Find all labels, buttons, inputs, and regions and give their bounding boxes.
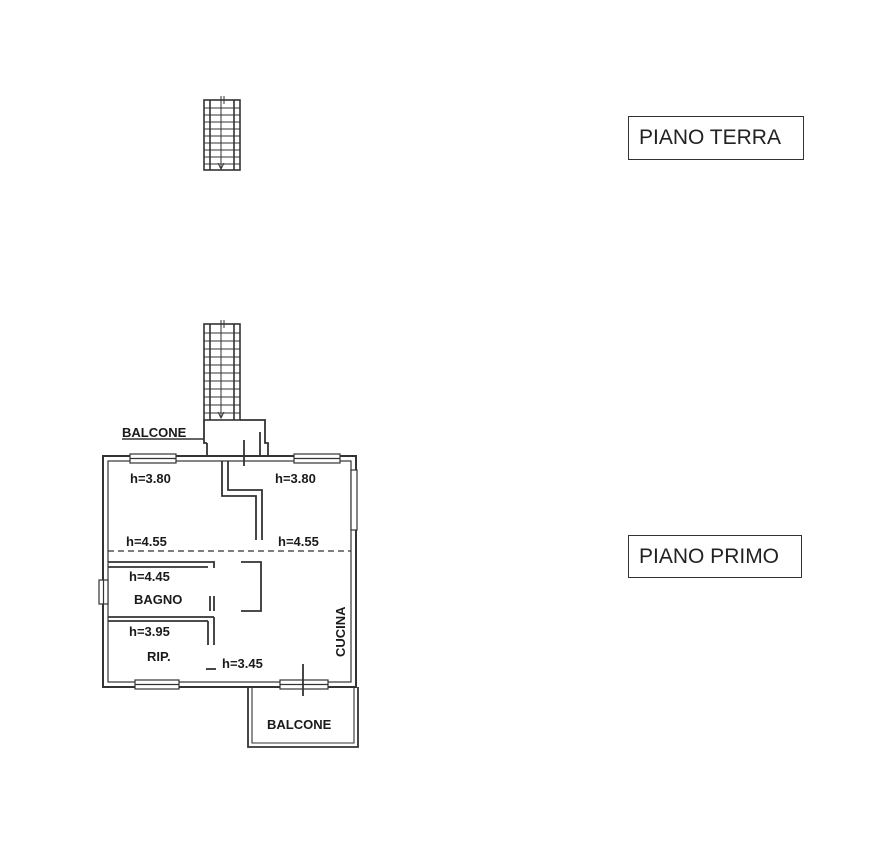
floor-label-ground-text: PIANO TERRA: [639, 126, 781, 149]
balcony-top-label: BALCONE: [122, 425, 187, 440]
storage-label: RIP.: [147, 649, 171, 664]
floor-label-ground: PIANO TERRA: [628, 116, 804, 160]
height-left-mid: h=4.55: [126, 534, 167, 549]
plan-labels: BALCONE h=3.80 h=3.80 h=4.55 h=4.55 h=4.…: [122, 425, 348, 732]
stair-ground-floor: [203, 96, 241, 171]
balcony-top-walls: [203, 419, 269, 466]
windows: [98, 453, 358, 690]
bathroom-label: BAGNO: [134, 592, 182, 607]
floor-label-first-text: PIANO PRIMO: [639, 544, 780, 568]
height-bottom: h=3.45: [222, 656, 263, 671]
balcony-bottom-walls: [247, 687, 359, 748]
height-storage: h=3.95: [129, 624, 170, 639]
stair-first-floor: [203, 320, 241, 421]
interior-walls: [108, 461, 351, 696]
kitchen-label: CUCINA: [333, 606, 348, 657]
floor-label-first: PIANO PRIMO: [628, 535, 802, 578]
outer-walls: [102, 455, 357, 688]
height-left-top: h=3.80: [130, 471, 171, 486]
height-bathroom: h=4.45: [129, 569, 170, 584]
balcony-bottom-label: BALCONE: [267, 717, 332, 732]
height-right-top: h=3.80: [275, 471, 316, 486]
height-right-mid: h=4.55: [278, 534, 319, 549]
